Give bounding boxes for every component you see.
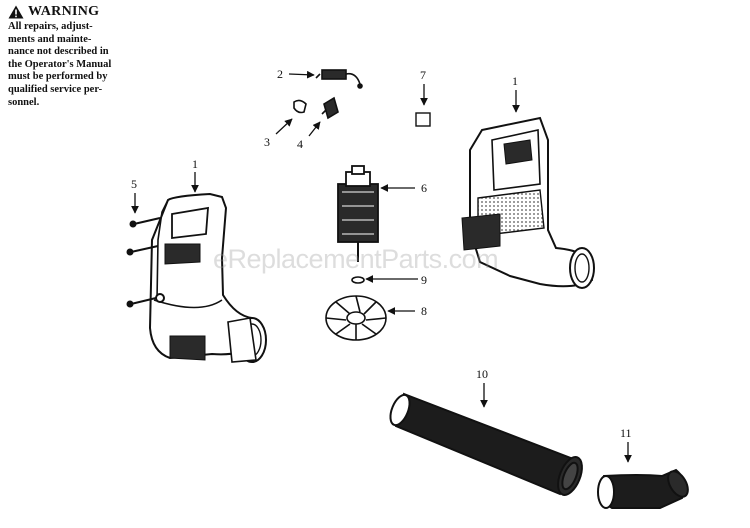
warning-title: WARNING <box>28 4 100 19</box>
callout-2: 2 <box>277 67 283 81</box>
switch-assembly <box>315 69 363 89</box>
blower-housing-left <box>148 192 267 363</box>
part-7-square <box>415 112 431 127</box>
callout-1-left: 1 <box>192 157 198 171</box>
callout-10: 10 <box>476 367 488 381</box>
blower-housing-right <box>461 116 595 289</box>
callout-numbers: 1 2 3 4 5 6 7 8 9 10 11 1 <box>131 67 632 440</box>
warning-notice: WARNING All repairs, adjust- ments and m… <box>8 4 158 109</box>
warning-line: nance not described in <box>8 46 109 58</box>
callout-7: 7 <box>420 68 426 82</box>
blower-tube <box>389 392 583 496</box>
fan-impeller <box>325 295 387 341</box>
nozzle <box>597 468 689 509</box>
warning-line: must be performed by <box>8 71 108 83</box>
washer <box>351 276 365 284</box>
callout-leaders <box>131 70 632 463</box>
terminal <box>321 96 339 120</box>
callout-4: 4 <box>297 137 303 151</box>
warning-icon <box>8 5 24 19</box>
warning-text: All repairs, adjust- ments and mainte- n… <box>8 21 158 109</box>
callout-11: 11 <box>620 426 632 440</box>
callout-3: 3 <box>264 135 270 149</box>
warning-line: the Operator's Manual <box>8 58 112 70</box>
callout-9: 9 <box>421 273 427 287</box>
screws <box>126 217 161 308</box>
callout-8: 8 <box>421 304 427 318</box>
warning-line: All repairs, adjust- <box>8 21 93 32</box>
callout-5: 5 <box>131 177 137 191</box>
callout-6: 6 <box>421 181 427 195</box>
warning-line: qualified service per- <box>8 83 103 95</box>
callout-1-right: 1 <box>512 74 518 88</box>
warning-title-row: WARNING <box>8 4 158 20</box>
motor <box>337 165 379 262</box>
clip <box>293 99 307 114</box>
warning-line: ments and mainte- <box>8 33 92 45</box>
warning-line: sonnel. <box>8 96 40 108</box>
